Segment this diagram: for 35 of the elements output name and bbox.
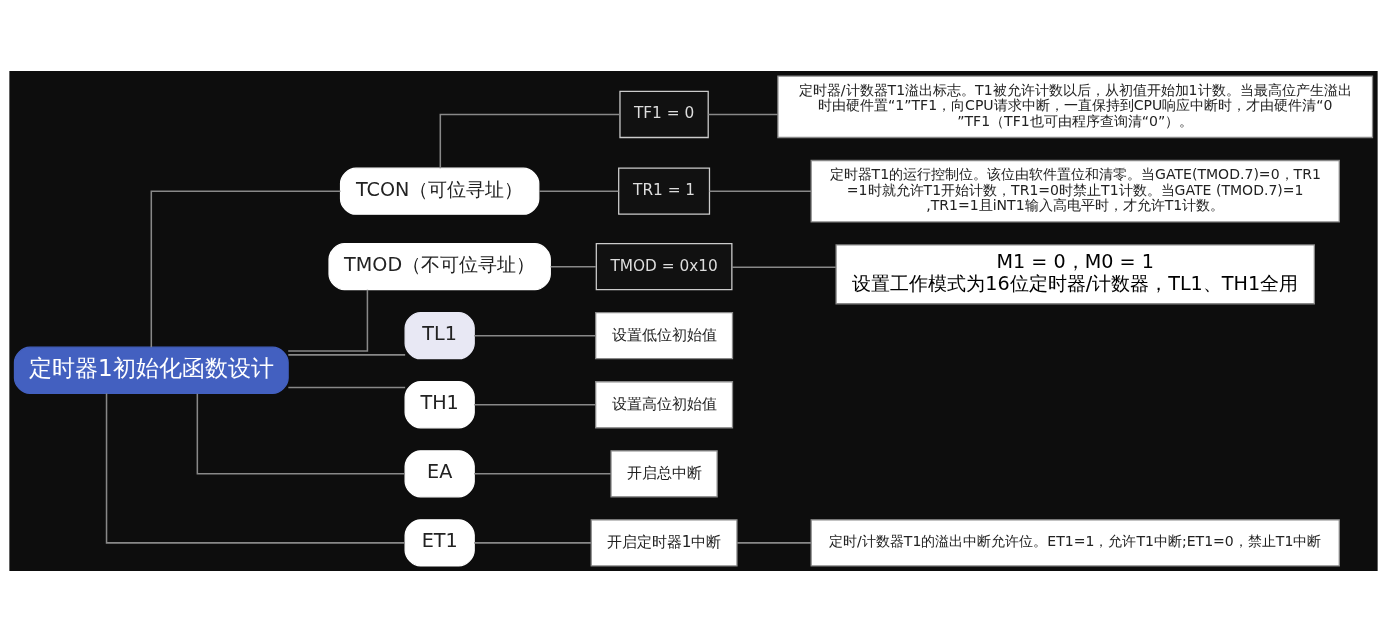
connector <box>287 354 406 356</box>
node-box: 开启总中断 <box>610 450 718 498</box>
node-box: EA <box>404 450 475 498</box>
connector <box>105 392 406 544</box>
node-box: TCON（可位寻址） <box>339 167 540 215</box>
node-box: TF1 = 0 <box>619 90 709 139</box>
connector <box>196 392 406 475</box>
connector <box>473 334 597 337</box>
node-box: TR1 = 1 <box>618 167 711 215</box>
node-box: TL1 <box>404 312 475 360</box>
connector <box>549 265 597 268</box>
connector <box>736 542 812 544</box>
connector <box>287 288 369 352</box>
node-box: 开启定时器1中断 <box>590 519 738 567</box>
connector <box>473 542 592 544</box>
node-box: 定时器1初始化函数设计 <box>13 346 289 394</box>
connector <box>708 190 812 192</box>
node-box: 定时器/计数器T1溢出标志。T1被允许计数以后，从初值开始加1计数。当最高位产生溢出时由硬件置“1”TF1，向CPU请求中断，一直保持到CPU响应中断时，才由硬件清“0”TF1（TF1也可由程序查询清“0”）。 <box>777 75 1374 139</box>
connector <box>538 190 620 192</box>
connector <box>707 113 779 116</box>
node-box: TMOD（不可位寻址） <box>328 243 551 291</box>
node-box: TMOD = 0x10 <box>595 243 733 291</box>
node-box: 设置高位初始值 <box>595 381 734 429</box>
connector <box>287 386 406 389</box>
connector <box>439 113 621 169</box>
connector <box>473 404 597 406</box>
connector <box>150 190 342 348</box>
node-box: M1 = 0，M0 = 1 设置工作模式为16位定时器/计数器，TL1、TH1全用 <box>835 244 1315 305</box>
node-box: 设置低位初始值 <box>595 312 734 360</box>
node-box: ET1 <box>404 519 475 567</box>
node-box: 定时/计数器T1的溢出中断允许位。ET1=1，允许T1中断;ET1=0，禁止T1中断 <box>810 519 1340 567</box>
node-box: TH1 <box>404 381 475 429</box>
node-box: 定时器T1的运行控制位。该位由软件置位和清零。当GATE(TMOD.7)=0，TR1=1时就允许T1开始计数，TR1=0时禁止T1计数。当GATE (TMOD.7)=1,TR1=1且iNT1输入高电平时，才允许T1计数。 <box>810 159 1340 223</box>
connector <box>731 266 837 269</box>
connector <box>473 473 612 475</box>
